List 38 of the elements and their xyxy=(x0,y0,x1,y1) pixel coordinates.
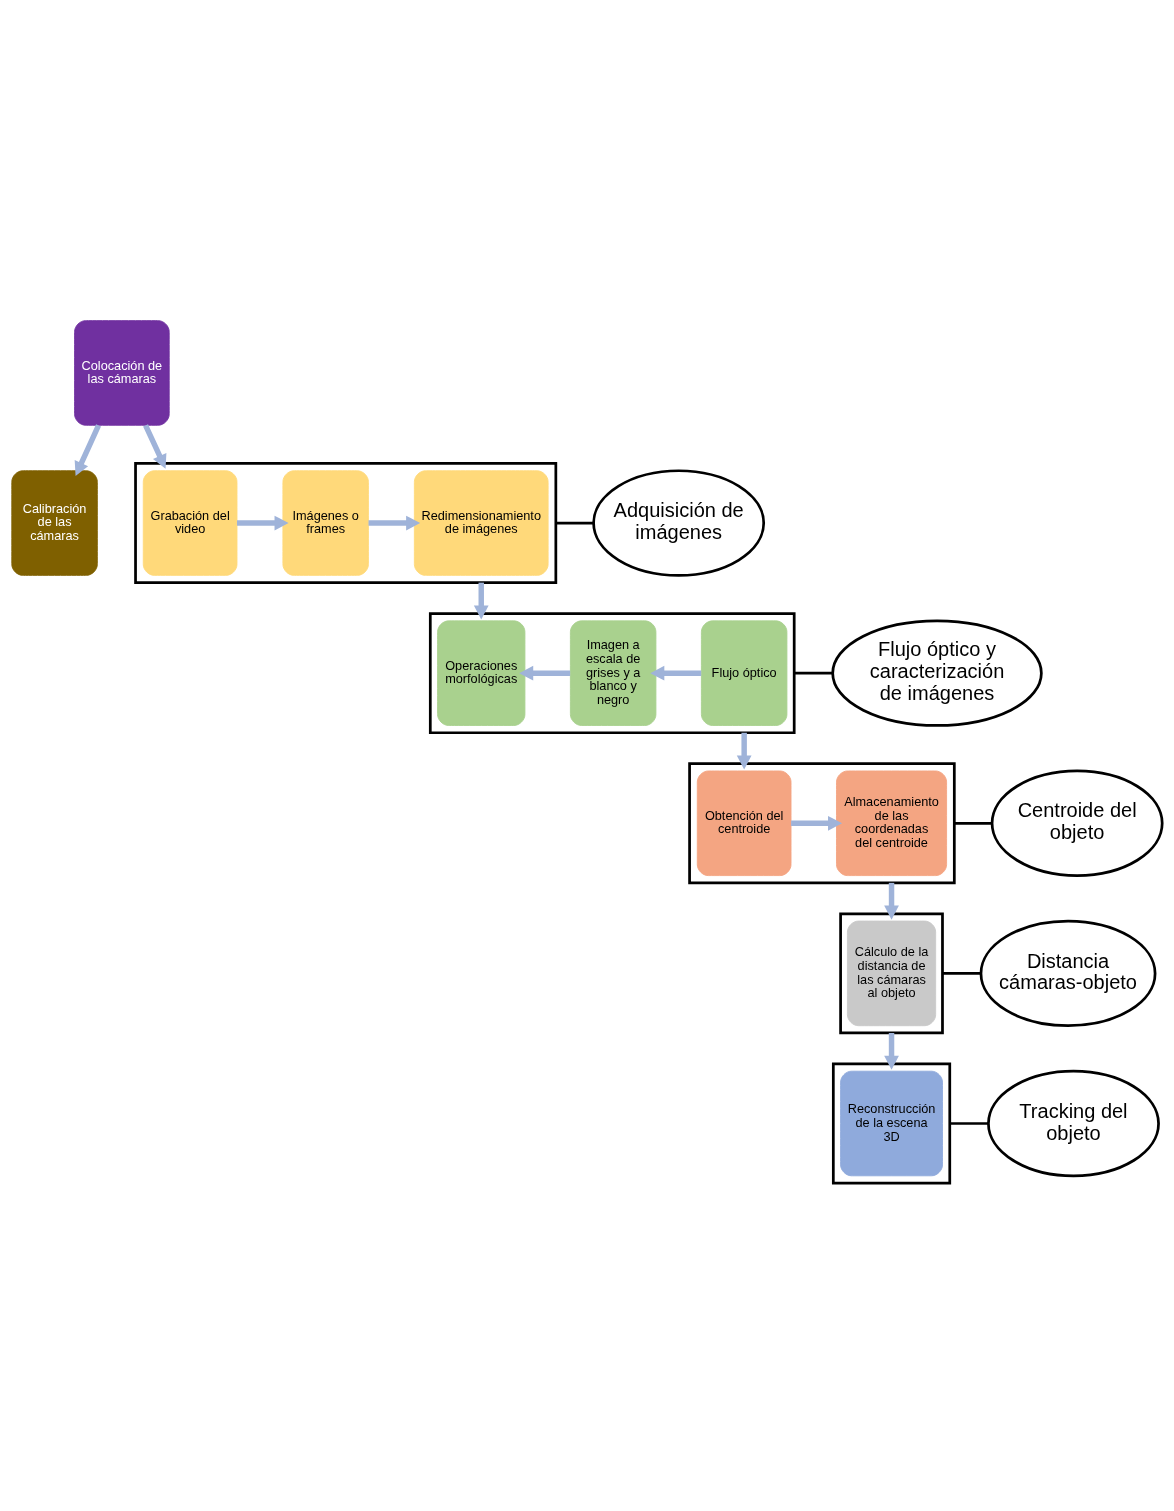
node-box: Almacenamiento de las coordenadas del centroide xyxy=(836,770,948,877)
node-box: Calibración de las cámaras xyxy=(11,470,98,576)
node-box: Grabación del video xyxy=(142,470,238,576)
node-box: Obtención del centroide xyxy=(696,770,792,877)
cluster xyxy=(428,612,796,735)
arrow xyxy=(473,582,489,620)
cluster xyxy=(839,912,944,1035)
arrow xyxy=(650,665,702,681)
node-box: Colocación de las cámaras xyxy=(74,320,170,426)
node-box: Cálculo de la distancia de las cámaras al objeto xyxy=(846,920,937,1027)
arrow xyxy=(884,1032,899,1070)
connector xyxy=(555,521,594,525)
arrow xyxy=(368,515,421,531)
node-box: Imagen a escala de grises y a blanco y negro xyxy=(569,620,657,726)
cluster xyxy=(688,762,956,885)
arrow xyxy=(884,882,899,920)
node-ellipse: Flujo óptico y caracterización de imágenes xyxy=(831,619,1043,727)
node-box: Operaciones morfológicas xyxy=(437,620,526,726)
cluster xyxy=(831,1062,952,1185)
node-ellipse: Adquisición de imágenes xyxy=(592,469,766,577)
node-ellipse: Distancia cámaras-objeto xyxy=(979,919,1157,1028)
arrow xyxy=(519,665,571,681)
arrow xyxy=(736,732,752,770)
arrow xyxy=(791,815,843,831)
arrow xyxy=(143,424,167,469)
node-box: Flujo óptico xyxy=(700,620,788,726)
node-ellipse: Tracking del objeto xyxy=(987,1069,1160,1178)
node-box: Reconstrucción de la escena 3D xyxy=(840,1070,943,1177)
connector xyxy=(949,1122,989,1125)
cluster xyxy=(134,462,558,584)
node-box: Redimensionamiento de imágenes xyxy=(413,470,549,576)
connector xyxy=(954,821,992,825)
node-ellipse: Centroide del objeto xyxy=(990,769,1164,877)
connector xyxy=(942,972,981,975)
arrow xyxy=(74,424,102,476)
connector xyxy=(794,671,833,675)
node-box: Imágenes o frames xyxy=(282,470,369,576)
arrow xyxy=(237,515,289,531)
